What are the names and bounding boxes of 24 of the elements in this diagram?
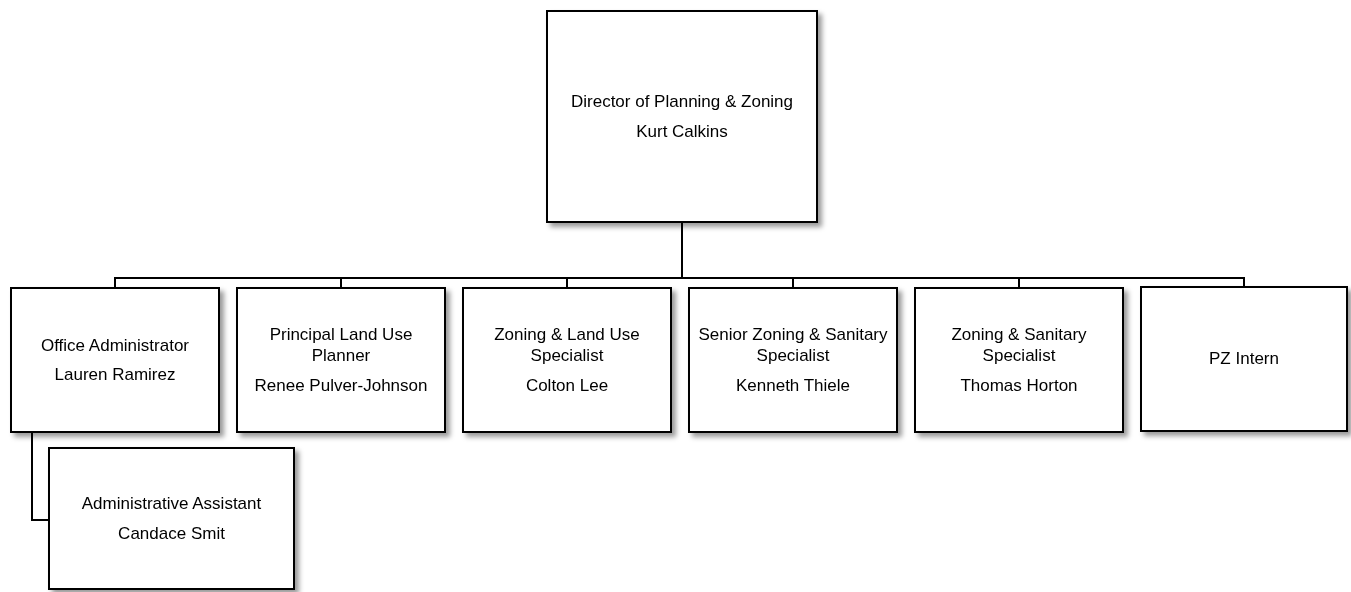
person-name: Candace Smit [118, 522, 225, 544]
person-name: Colton Lee [525, 374, 609, 396]
person-name: Kenneth Thiele [735, 374, 851, 396]
position-box [236, 287, 446, 433]
position-box [914, 287, 1124, 433]
position-box [546, 10, 818, 223]
job-title: Principal Land Use Planner [268, 324, 414, 367]
job-title: Zoning & Land Use Specialist [493, 324, 641, 367]
job-title: PZ Intern [1209, 348, 1279, 370]
position-box [10, 287, 220, 433]
job-title: Zoning & Sanitary Specialist [950, 324, 1088, 367]
person-name: Lauren Ramirez [54, 364, 176, 386]
person-name: Thomas Horton [960, 374, 1078, 396]
connector-line [31, 432, 49, 521]
position-box [48, 447, 295, 590]
job-title: Director of Planning & Zoning [570, 91, 794, 113]
person-name: Renee Pulver-Johnson [254, 374, 428, 396]
person-name: Kurt Calkins [636, 120, 728, 142]
job-title: Office Administrator [41, 334, 189, 356]
position-box [462, 287, 672, 433]
job-title: Administrative Assistant [81, 493, 262, 515]
job-title: Senior Zoning & Sanitary Specialist [697, 324, 889, 367]
position-box [688, 287, 898, 433]
position-box [1140, 286, 1348, 432]
